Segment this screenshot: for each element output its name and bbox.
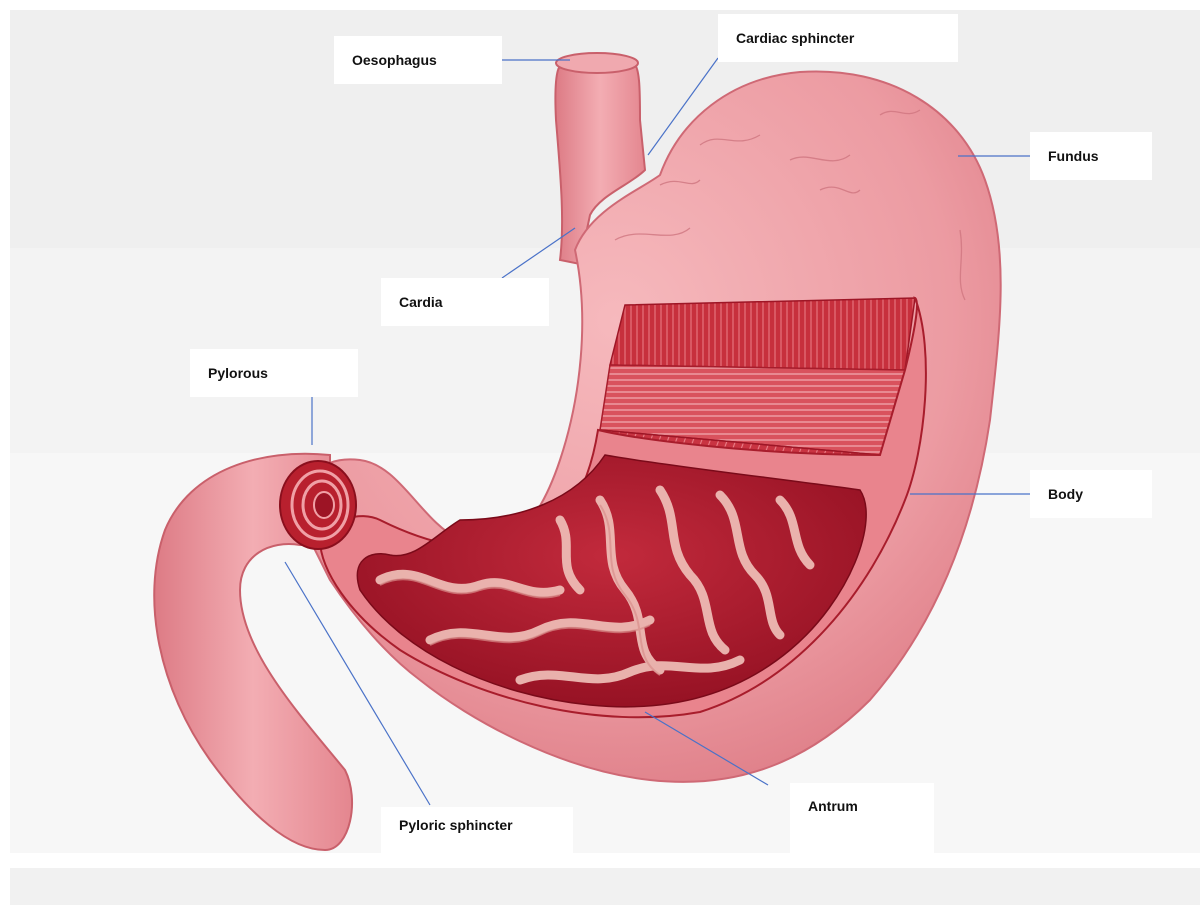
label-antrum: Antrum <box>790 783 934 853</box>
oesophagus-opening <box>556 53 638 73</box>
label-cardiac-sphincter: Cardiac sphincter <box>718 14 958 62</box>
label-body: Body <box>1030 470 1152 518</box>
label-pylorous: Pylorous <box>190 349 358 397</box>
label-cardia: Cardia <box>381 278 549 326</box>
label-fundus: Fundus <box>1030 132 1152 180</box>
muscle-longitudinal-layer <box>610 298 915 370</box>
label-oesophagus: Oesophagus <box>334 36 502 84</box>
pyloric-sphincter-rings <box>280 461 356 549</box>
label-pyloric-sphincter: Pyloric sphincter <box>381 807 573 867</box>
